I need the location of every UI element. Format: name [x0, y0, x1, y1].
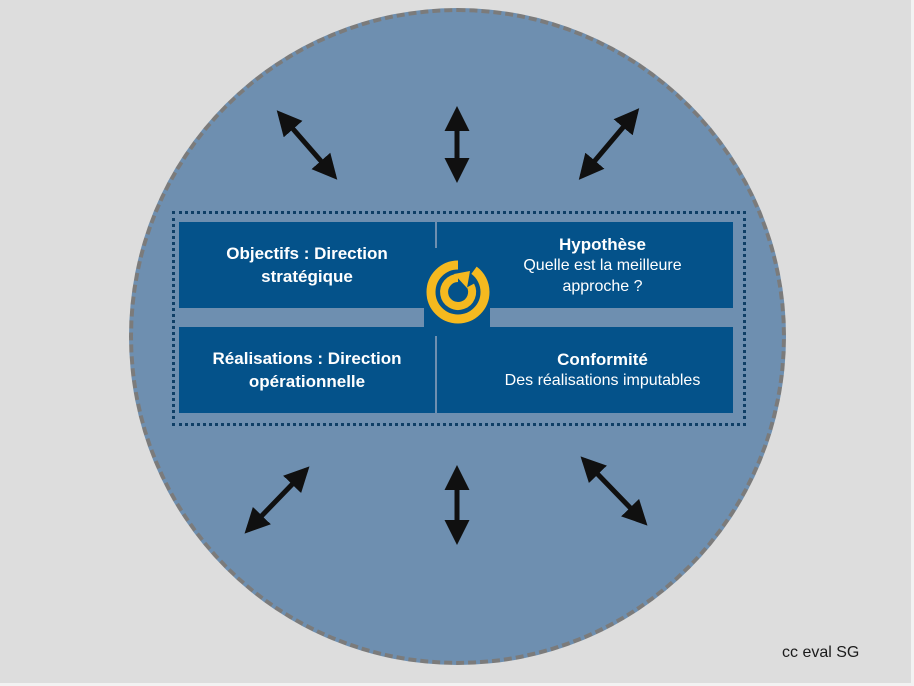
- frame-right-line: [911, 0, 914, 686]
- quadrant-hypothese-subtitle-line1: Quelle est la meilleure: [523, 256, 682, 274]
- quadrant-objectifs-title-line1: Objectifs : Direction: [226, 244, 388, 263]
- quadrant-hypothese[interactable]: Hypothèse Quelle est la meilleure approc…: [472, 222, 733, 308]
- quadrant-objectifs[interactable]: Objectifs : Direction stratégique: [179, 222, 435, 308]
- quadrant-conformite-subtitle: Des réalisations imputables: [504, 372, 701, 389]
- quadrant-conformite[interactable]: Conformité Des réalisations imputables: [472, 327, 733, 413]
- quadrant-realisations-title-line1: Réalisations : Direction: [212, 349, 402, 368]
- dotted-rectangle: [172, 211, 746, 426]
- arrow-top-left-diagonal: [276, 110, 338, 180]
- frame-bottom-line: [0, 683, 914, 686]
- quadrant-hypothese-subtitle-line2: approche ?: [562, 277, 643, 295]
- quadrant-objectifs-title-line2: stratégique: [261, 267, 353, 286]
- quadrant-conformite-title: Conformité: [557, 350, 648, 369]
- arrow-bottom-center-vertical: [444, 465, 470, 545]
- quadrant-realisations-title-line2: opérationnelle: [248, 372, 366, 391]
- caption-text: cc eval SG: [782, 644, 860, 661]
- arrow-top-right-diagonal: [578, 108, 640, 180]
- arrow-bottom-right-diagonal: [580, 456, 648, 526]
- refresh-cycle-icon[interactable]: [424, 258, 492, 326]
- arrow-bottom-left-diagonal: [244, 466, 310, 534]
- arrow-top-center-vertical: [444, 106, 470, 183]
- quadrant-realisations[interactable]: Réalisations : Direction opérationnelle: [179, 327, 435, 413]
- quadrant-hypothese-title: Hypothèse: [559, 234, 646, 254]
